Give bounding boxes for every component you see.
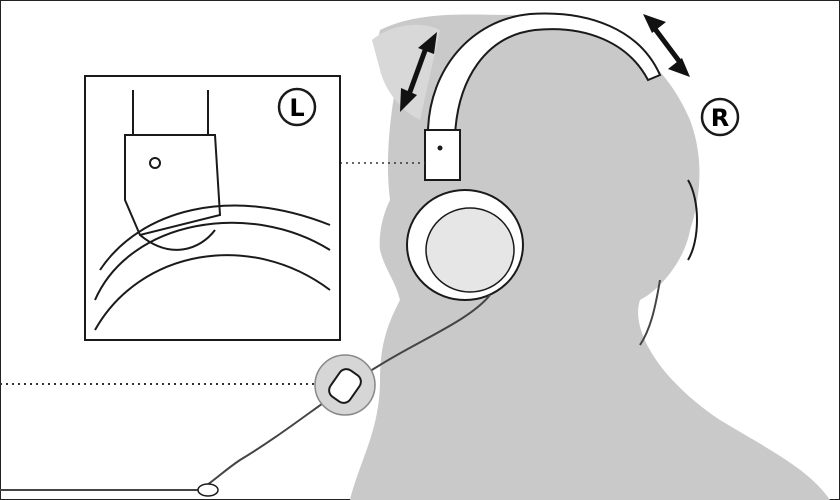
right-side-marker <box>700 97 740 137</box>
plug <box>197 483 219 497</box>
head-silhouette <box>350 14 830 500</box>
inset-headband-detail <box>94 90 331 331</box>
left-earpad <box>425 207 515 293</box>
right-earcup <box>687 179 698 261</box>
left-marker-dot-detail <box>149 157 161 169</box>
left-side-marker <box>277 87 317 127</box>
adjust-arrow-icon <box>400 32 437 112</box>
left-label: L <box>289 94 304 122</box>
inline-remote <box>328 368 362 404</box>
right-cable <box>639 279 661 346</box>
left-marker-dot <box>437 145 443 151</box>
adjust-arrow-icon <box>643 14 690 77</box>
headband-slider <box>424 129 461 181</box>
headband <box>426 12 662 137</box>
right-label: R <box>711 104 729 132</box>
